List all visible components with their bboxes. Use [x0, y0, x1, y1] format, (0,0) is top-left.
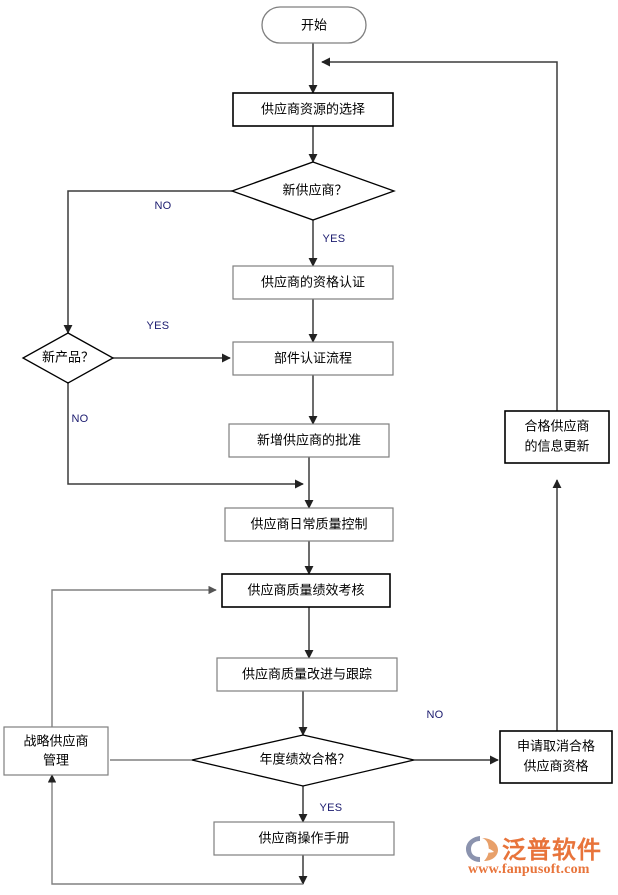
node-qualified-update[interactable] [504, 410, 610, 464]
edge-manual-to-strategic [47, 774, 303, 885]
edge-newsupplier-no [63, 190, 232, 334]
node-improvement-label: 供应商质量改进与跟踪 [242, 666, 372, 681]
node-qualification[interactable] [232, 265, 394, 300]
node-strategic-label-line2: 管理 [43, 752, 69, 767]
node-approval[interactable] [228, 423, 390, 458]
node-select-resource-label: 供应商资源的选择 [261, 101, 365, 116]
edge-label-new-supplier-yes: YES [323, 233, 346, 245]
node-revoke-label-line1: 申请取消合格 [517, 738, 595, 753]
node-select-resource[interactable] [232, 92, 394, 127]
node-approval-label: 新增供应商的批准 [257, 432, 361, 447]
node-part-certification[interactable] [232, 341, 394, 376]
node-qualified-update-label-line2: 的信息更新 [524, 438, 589, 453]
node-annual-pass[interactable] [191, 734, 415, 787]
edge-qualified-update-return [321, 57, 558, 411]
edge-label-annual-no: NO [426, 709, 443, 721]
fanpusoft-url-text: www.fanpusoft.com [468, 862, 590, 877]
edge-strategic-to-performance [51, 585, 217, 727]
node-daily-quality-label: 供应商日常质量控制 [250, 516, 367, 531]
edge-label-annual-yes: YES [320, 802, 343, 814]
node-start-label: 开始 [301, 17, 327, 32]
node-performance-review-label: 供应商质量绩效考核 [247, 582, 364, 597]
fanpusoft-logo-icon [466, 836, 498, 862]
node-strategic-label-line1: 战略供应商 [23, 733, 88, 748]
node-qualified-update-label-line1: 合格供应商 [524, 418, 589, 433]
node-new-supplier[interactable] [230, 161, 396, 221]
edge-label-new-product-no: NO [71, 413, 88, 425]
node-revoke-label-line2: 供应商资格 [523, 758, 588, 773]
node-improvement[interactable] [216, 657, 398, 692]
node-new-product-label: 新产品？ [42, 349, 94, 364]
node-manual-label: 供应商操作手册 [258, 830, 349, 845]
node-manual[interactable] [213, 821, 395, 856]
fanpusoft-watermark: 泛普软件 www.fanpusoft.com [466, 830, 614, 890]
node-annual-pass-label: 年度绩效合格？ [259, 751, 350, 766]
node-qualification-label: 供应商的资格认证 [261, 274, 365, 289]
node-start[interactable] [261, 6, 367, 44]
edge-newproduct-no [67, 383, 304, 489]
node-daily-quality[interactable] [224, 507, 394, 542]
fanpusoft-brand-text: 泛普软件 [502, 836, 602, 864]
edge-label-new-supplier-no: NO [154, 200, 171, 212]
node-revoke[interactable] [499, 730, 613, 784]
node-new-supplier-label: 新供应商？ [282, 182, 347, 197]
node-new-product[interactable] [21, 332, 115, 384]
node-performance-review[interactable] [221, 573, 391, 608]
edge-label-new-product-yes: YES [147, 320, 170, 332]
node-strategic[interactable] [3, 726, 109, 776]
node-part-certification-label: 部件认证流程 [274, 350, 352, 365]
